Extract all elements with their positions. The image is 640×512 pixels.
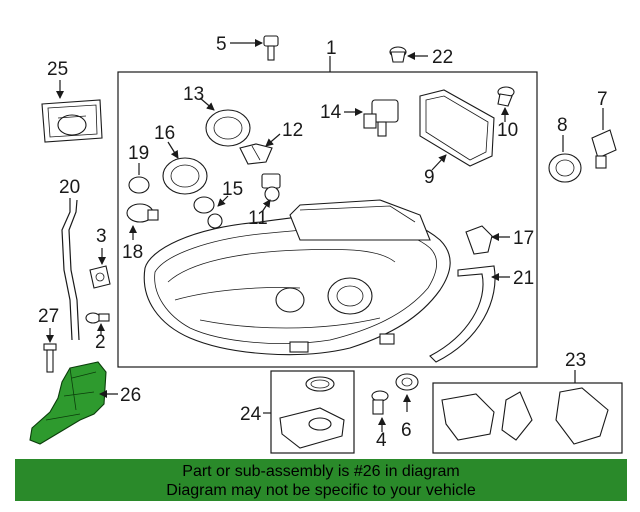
info-banner: Part or sub-assembly is #26 in diagram D…	[15, 459, 627, 501]
callout-3: 3	[96, 226, 107, 247]
cap-part-17	[465, 225, 493, 255]
ring-part-13	[205, 109, 251, 147]
assembly-frame	[117, 71, 538, 368]
banner-line-2: Diagram may not be specific to your vehi…	[166, 482, 476, 499]
callout-25: 25	[47, 59, 68, 80]
motor-part-14	[363, 99, 399, 137]
nut-part-6	[395, 373, 419, 391]
oring-part-19	[128, 176, 150, 194]
callout-23: 23	[565, 350, 586, 371]
bulb-part-15	[193, 196, 223, 229]
socket-part-18	[126, 203, 159, 223]
leader-15	[217, 195, 229, 207]
callout-12: 12	[282, 120, 303, 141]
callout-2: 2	[95, 332, 106, 353]
callout-7: 7	[597, 89, 608, 110]
callout-18: 18	[122, 242, 143, 263]
callout-13: 13	[183, 84, 204, 105]
bracket-part-3	[89, 265, 111, 289]
callout-19: 19	[128, 143, 149, 164]
callout-20: 20	[59, 177, 80, 198]
cap-part-16	[162, 157, 208, 195]
callout-8: 8	[557, 115, 568, 136]
callout-22: 22	[432, 47, 453, 68]
bulb-part-11	[261, 173, 281, 202]
plug-part-22	[389, 46, 407, 63]
control-module-part-25	[41, 99, 103, 143]
callout-10: 10	[497, 120, 518, 141]
box-24	[270, 370, 355, 454]
leader-16	[167, 141, 179, 159]
callout-9: 9	[424, 167, 435, 188]
panel-part-9	[419, 89, 495, 167]
callout-15: 15	[222, 179, 243, 200]
bulb-part-7	[591, 129, 617, 169]
callout-11: 11	[248, 208, 268, 229]
leader-12	[265, 133, 281, 147]
leader-9	[431, 154, 447, 171]
bolt-part-27	[43, 343, 57, 373]
callout-6: 6	[401, 420, 412, 441]
leader-11	[261, 199, 271, 213]
module-part-24	[279, 376, 345, 449]
strip-part-21	[429, 265, 496, 363]
callout-14: 14	[320, 102, 342, 123]
screw-part-10	[497, 86, 515, 107]
screw-part-5	[263, 35, 279, 61]
callout-4: 4	[376, 430, 387, 451]
hose-part-20	[61, 198, 73, 341]
callout-16: 16	[154, 123, 175, 144]
leader-13	[199, 97, 215, 111]
screw-part-4	[371, 390, 389, 415]
highlighted-bracket-part-26	[29, 361, 107, 445]
clip-part-12	[239, 143, 273, 165]
callout-17: 17	[513, 228, 534, 249]
brackets-part-23	[441, 387, 609, 445]
screw-part-2	[85, 312, 110, 324]
ring-part-8	[548, 153, 582, 183]
headlamp-housing	[143, 199, 451, 356]
callout-26: 26	[120, 385, 141, 406]
callout-27: 27	[38, 306, 59, 327]
callout-5: 5	[216, 34, 227, 55]
callout-1: 1	[326, 38, 337, 59]
callout-24: 24	[240, 404, 262, 425]
callout-21: 21	[513, 268, 534, 289]
box-23	[432, 382, 623, 454]
banner-line-1: Part or sub-assembly is #26 in diagram	[182, 463, 460, 480]
